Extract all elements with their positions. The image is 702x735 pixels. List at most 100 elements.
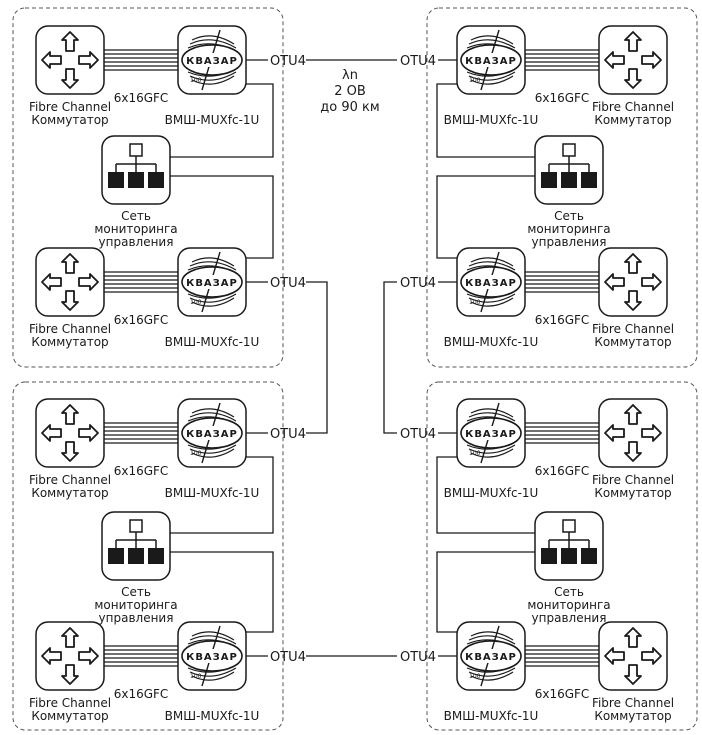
- switch-name-label: Fibre Channel: [29, 696, 111, 710]
- mux-device-1: КВАЗАР 100: [177, 25, 247, 95]
- mux-name-label: ВМШ-MUXfc-1U: [444, 486, 539, 500]
- site-box-top-right: [426, 7, 698, 368]
- ports-label: 6x16GFC: [535, 313, 590, 327]
- mux-name-label: ВМШ-MUXfc-1U: [444, 113, 539, 127]
- kvazar-logo-icon: КВАЗАР 100: [181, 402, 243, 464]
- otu4-label: OTU4: [400, 276, 436, 291]
- kvazar-logo-icon: КВАЗАР 100: [181, 625, 243, 687]
- logo-text: КВАЗАР: [465, 429, 517, 440]
- monitor-label-3: управления: [532, 611, 607, 625]
- switch-sub-label: Коммутатор: [594, 709, 671, 723]
- kvazar-logo-icon: КВАЗАР 100: [460, 625, 522, 687]
- monitor-label-3: управления: [99, 235, 174, 249]
- logo-text: КВАЗАР: [186, 278, 238, 289]
- otu4-label: OTU4: [270, 427, 306, 442]
- monitor-label-1: Сеть: [554, 209, 584, 223]
- otu4-label: OTU4: [270, 276, 306, 291]
- link-fibers: 2 ОВ: [334, 84, 366, 99]
- logo-sub: 100: [469, 77, 481, 84]
- monitoring-network-1: [101, 135, 171, 205]
- mux-device-5: КВАЗАР 100: [456, 25, 526, 95]
- switch-name-label: Fibre Channel: [592, 473, 674, 487]
- fc-switch-5: [598, 25, 668, 95]
- fc-switch-3: [35, 398, 105, 468]
- logo-sub: 100: [469, 299, 481, 306]
- logo-text: КВАЗАР: [186, 56, 238, 67]
- switch-name-label: Fibre Channel: [29, 100, 111, 114]
- switch-sub-label: Коммутатор: [31, 709, 108, 723]
- switch-sub-label: Коммутатор: [31, 113, 108, 127]
- mux-name-label: ВМШ-MUXfc-1U: [444, 709, 539, 723]
- logo-sub: 100: [469, 673, 481, 680]
- mux-device-6: КВАЗАР 100: [456, 247, 526, 317]
- monitor-label-2: мониторинга: [527, 598, 610, 612]
- switch-sub-label: Коммутатор: [31, 486, 108, 500]
- fc-switch-7: [598, 398, 668, 468]
- kvazar-logo-icon: КВАЗАР 100: [181, 251, 243, 313]
- otu4-label: OTU4: [270, 54, 306, 69]
- logo-text: КВАЗАР: [465, 278, 517, 289]
- mux-device-8: КВАЗАР 100: [456, 621, 526, 691]
- switch-sub-label: Коммутатор: [31, 335, 108, 349]
- link-left-loop: [306, 281, 328, 434]
- logo-sub: 100: [469, 450, 481, 457]
- kvazar-logo-icon: КВАЗАР 100: [181, 29, 243, 91]
- switch-sub-label: Коммутатор: [594, 113, 671, 127]
- kvazar-logo-icon: КВАЗАР 100: [460, 251, 522, 313]
- monitor-label-2: мониторинга: [527, 222, 610, 236]
- fc-switch-6: [598, 247, 668, 317]
- logo-text: КВАЗАР: [465, 56, 517, 67]
- mux-name-label: ВМШ-MUXfc-1U: [444, 335, 539, 349]
- mux-device-4: КВАЗАР 100: [177, 621, 247, 691]
- logo-sub: 100: [190, 673, 202, 680]
- logo-sub: 100: [190, 77, 202, 84]
- ports-label: 6x16GFC: [114, 687, 169, 701]
- fc-switch-1: [35, 25, 105, 95]
- logo-sub: 100: [190, 450, 202, 457]
- monitor-label-1: Сеть: [121, 585, 151, 599]
- link-right-loop: [383, 281, 397, 434]
- kvazar-logo-icon: КВАЗАР 100: [460, 29, 522, 91]
- ports-label: 6x16GFC: [535, 687, 590, 701]
- fc-switch-8: [598, 621, 668, 691]
- otu4-label: OTU4: [270, 650, 306, 665]
- switch-name-label: Fibre Channel: [29, 473, 111, 487]
- otu4-label: OTU4: [400, 650, 436, 665]
- monitor-label-3: управления: [99, 611, 174, 625]
- mux-device-7: КВАЗАР 100: [456, 398, 526, 468]
- fc-switch-4: [35, 621, 105, 691]
- ports-label: 6x16GFC: [114, 313, 169, 327]
- mux-name-label: ВМШ-MUXfc-1U: [165, 335, 260, 349]
- link-lambda: λn: [342, 68, 358, 83]
- logo-text: КВАЗАР: [465, 652, 517, 663]
- link-lines: [103, 49, 600, 667]
- monitor-label-1: Сеть: [121, 209, 151, 223]
- switch-sub-label: Коммутатор: [594, 486, 671, 500]
- monitoring-network-4: [534, 511, 604, 581]
- monitor-label-2: мониторинга: [94, 222, 177, 236]
- ports-label: 6x16GFC: [535, 464, 590, 478]
- monitoring-network-2: [534, 135, 604, 205]
- switch-name-label: Fibre Channel: [29, 322, 111, 336]
- site-box-bottom-left: [12, 381, 284, 731]
- mux-device-3: КВАЗАР 100: [177, 398, 247, 468]
- switch-sub-label: Коммутатор: [594, 335, 671, 349]
- logo-text: КВАЗАР: [186, 652, 238, 663]
- mux-name-label: ВМШ-MUXfc-1U: [165, 709, 260, 723]
- switch-name-label: Fibre Channel: [592, 696, 674, 710]
- switch-name-label: Fibre Channel: [592, 100, 674, 114]
- monitoring-network-3: [101, 511, 171, 581]
- monitor-label-1: Сеть: [554, 585, 584, 599]
- mux-name-label: ВМШ-MUXfc-1U: [165, 113, 260, 127]
- link-distance: до 90 км: [320, 100, 379, 115]
- mux-device-2: КВАЗАР 100: [177, 247, 247, 317]
- logo-sub: 100: [190, 299, 202, 306]
- switch-name-label: Fibre Channel: [592, 322, 674, 336]
- otu4-label: OTU4: [400, 54, 436, 69]
- monitor-label-2: мониторинга: [94, 598, 177, 612]
- logo-text: КВАЗАР: [186, 429, 238, 440]
- mux-name-label: ВМШ-MUXfc-1U: [165, 486, 260, 500]
- otu4-label: OTU4: [400, 427, 436, 442]
